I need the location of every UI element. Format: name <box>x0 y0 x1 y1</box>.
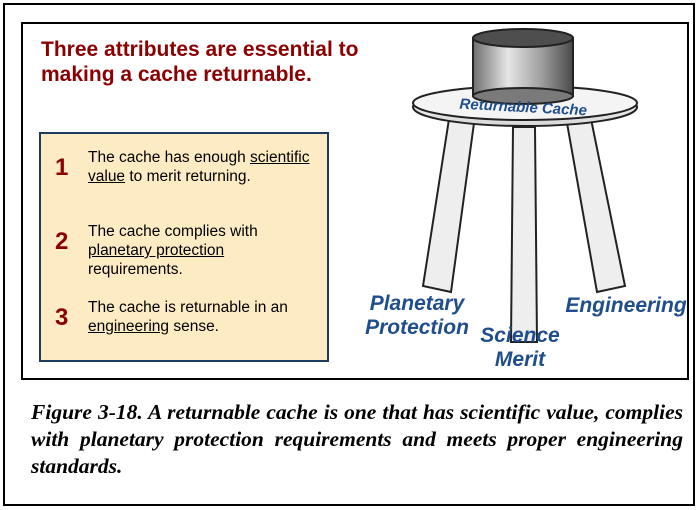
attribute-text: The cache has enough scientific value to… <box>88 149 310 185</box>
attribute-number: 3 <box>55 304 69 331</box>
attribute-term: engineering <box>88 318 170 335</box>
figure-heading: Three attributes are essential to making… <box>41 38 359 86</box>
attribute-term: scientific value <box>88 149 310 185</box>
leg-label-science-merit: Science Merit <box>480 324 560 371</box>
attribute-number: 2 <box>55 228 69 255</box>
stool-seat-label: Returnable Cache <box>459 96 587 120</box>
stool-leg-middle <box>509 126 539 343</box>
attributes-box: 1 The cache has enough scientific value … <box>39 132 329 362</box>
stool-illustration: Returnable Cache <box>412 28 638 343</box>
figure-caption: Figure 3-18. A returnable cache is one t… <box>31 400 683 478</box>
figure-frame: Three attributes are essential to making… <box>3 3 695 506</box>
three-legged-stool-diagram: Returnable Cache Planetary Protection Sc… <box>353 24 691 379</box>
attribute-text: The cache is returnable in an engineerin… <box>88 299 288 335</box>
attribute-number: 1 <box>55 154 69 181</box>
leg-label-planetary-protection: Planetary Protection <box>365 292 469 339</box>
leg-label-engineering: Engineering <box>565 294 687 317</box>
attribute-term: planetary protection <box>88 242 225 259</box>
figure-panel: Three attributes are essential to making… <box>21 22 689 380</box>
attribute-text: The cache complies with planetary protec… <box>88 223 258 278</box>
stool-leg-right <box>565 117 627 294</box>
stool-leg-left <box>421 117 476 294</box>
